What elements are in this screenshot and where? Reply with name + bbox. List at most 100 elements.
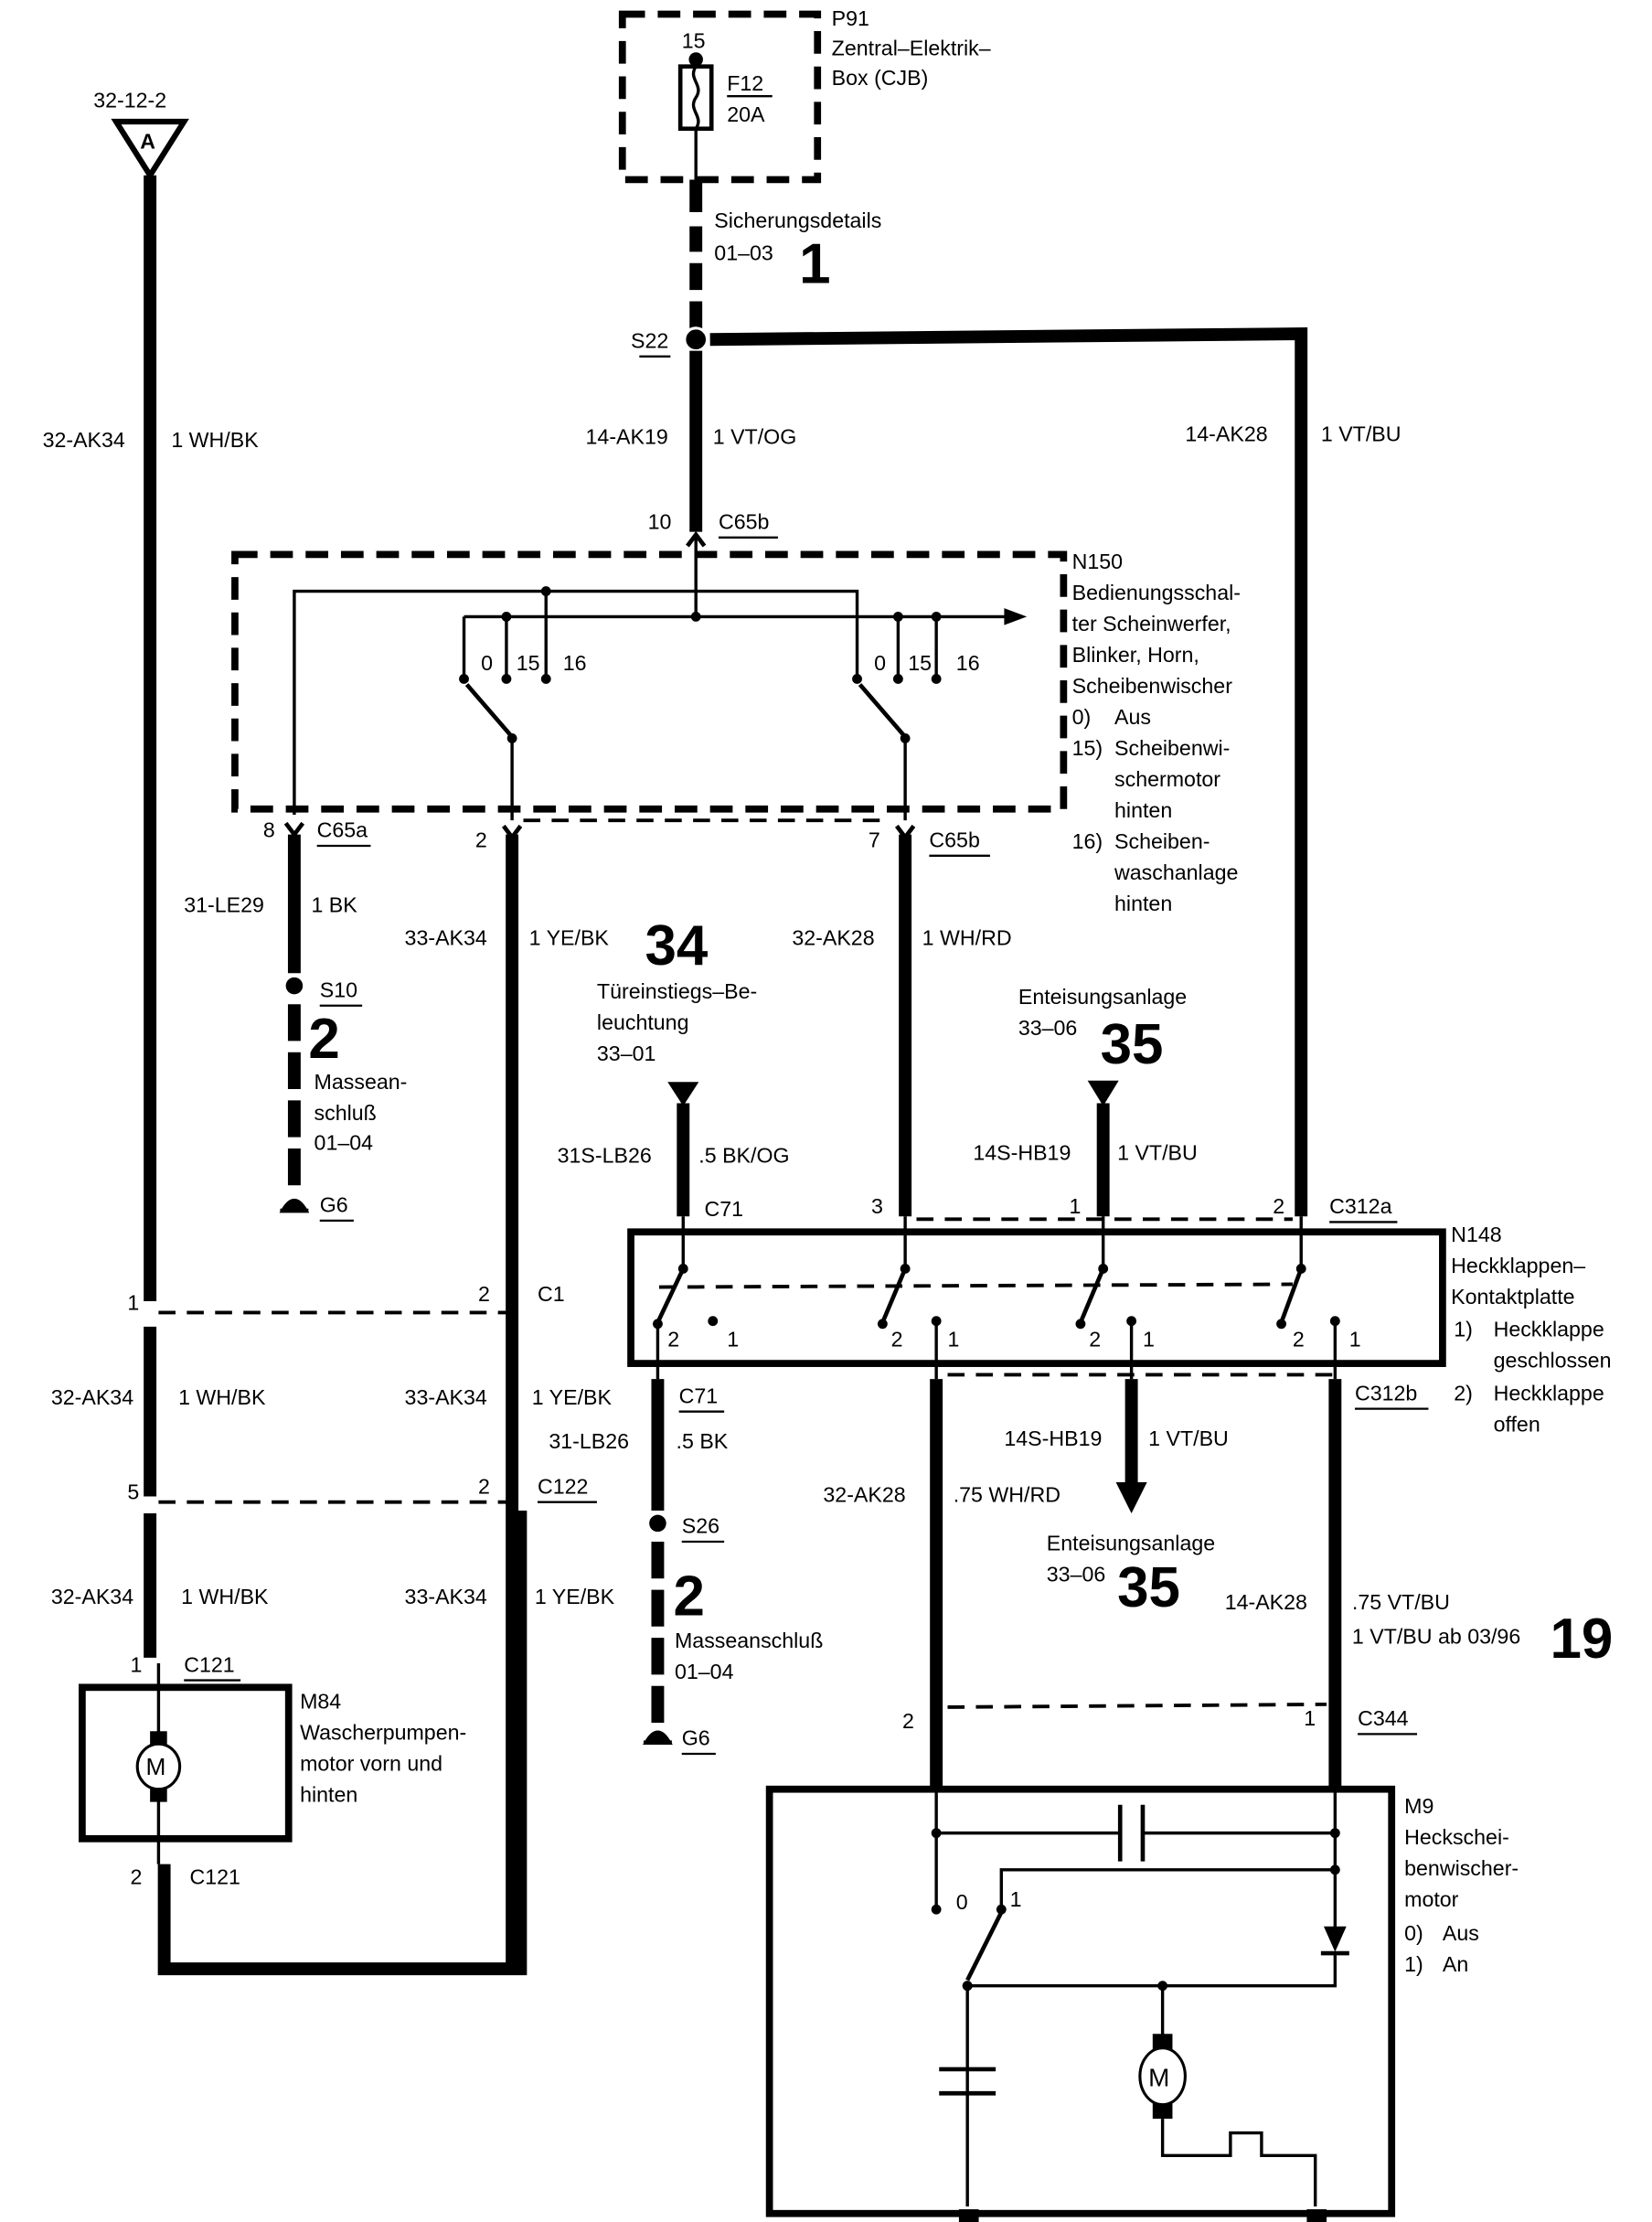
connector-triangle-icon bbox=[111, 118, 189, 181]
wire-spec-label: .75 VT/BU bbox=[1352, 1590, 1450, 1614]
c65b-top-id: C65b bbox=[719, 509, 769, 533]
wire-spec-label: 1 WH/BK bbox=[178, 1385, 266, 1409]
fuse-element-icon bbox=[691, 65, 700, 130]
ref-arrow-down-icon bbox=[667, 1082, 699, 1106]
n150-legend-text: Scheiben- bbox=[1114, 829, 1210, 853]
c1-id: C1 bbox=[538, 1282, 565, 1306]
c122-pin: 5 bbox=[127, 1480, 139, 1504]
s26-desc-1: Masseanschluß bbox=[675, 1629, 823, 1652]
c1-pin: 1 bbox=[127, 1290, 139, 1314]
m84-desc-1: Wascherpumpen- bbox=[300, 1721, 466, 1745]
n148-legend-text: offen bbox=[1494, 1412, 1540, 1436]
c312a-pin: 3 bbox=[871, 1194, 883, 1218]
ref-35-top-title: Enteisungsanlage bbox=[1018, 985, 1187, 1009]
n150-legend-key: 16) bbox=[1072, 829, 1103, 853]
n148-id: N148 bbox=[1451, 1223, 1501, 1246]
c312a-pin: 2 bbox=[1273, 1194, 1284, 1218]
ground-icon bbox=[643, 1730, 673, 1745]
c121-bot-pin: 2 bbox=[130, 1864, 142, 1888]
wire-spec-label: .5 BK bbox=[677, 1429, 729, 1453]
switch-pos-16: 16 bbox=[563, 651, 587, 675]
m84-id: M84 bbox=[300, 1690, 341, 1714]
c122-pin: 2 bbox=[478, 1474, 490, 1498]
wire-circuit-label: 32-AK34 bbox=[51, 1385, 133, 1409]
diode-icon bbox=[1323, 1926, 1347, 1952]
c1-pin: 2 bbox=[478, 1282, 490, 1306]
wire-circuit-label: 14-AK28 bbox=[1185, 422, 1267, 446]
c65a-id: C65a bbox=[317, 818, 368, 842]
contact-label: 1 bbox=[1143, 1328, 1155, 1351]
p91-desc-1: Zentral–Elektrik– bbox=[832, 36, 991, 59]
connector-a-letter: A bbox=[140, 129, 155, 153]
n148-legend-text: geschlossen bbox=[1494, 1349, 1612, 1373]
wire-spec-label: 1 VT/OG bbox=[713, 425, 796, 449]
m9-switch-pos-0: 0 bbox=[956, 1890, 968, 1914]
wire-circuit-label: 33-AK34 bbox=[405, 1385, 487, 1409]
contact-label: 1 bbox=[948, 1328, 960, 1351]
m84-outline bbox=[79, 1683, 293, 1843]
fuse-terminal-dot bbox=[688, 52, 703, 67]
m9-rear-wiper-motor: 0 1 M M9 Heckschei- benwischer- motor 0)… bbox=[765, 1785, 1519, 2222]
s26-id: S26 bbox=[682, 1514, 719, 1538]
n148-legend-key: 1) bbox=[1454, 1318, 1473, 1341]
n150-desc-1: Bedienungsschal- bbox=[1072, 581, 1241, 604]
wire-circuit-label: 33-AK34 bbox=[405, 1585, 487, 1608]
c65b-top-pin: 10 bbox=[648, 509, 672, 533]
m9-outline bbox=[765, 1785, 1396, 2217]
s10-desc-2: schluß bbox=[314, 1101, 377, 1125]
wire-circuit-label: 14S-HB19 bbox=[973, 1140, 1071, 1164]
c121-top-id: C121 bbox=[184, 1652, 234, 1676]
m9-legend-text: An bbox=[1443, 1952, 1468, 1976]
s22-label: S22 bbox=[631, 329, 668, 353]
n148-contact bbox=[653, 1216, 719, 1380]
p91-dashed-outline bbox=[618, 10, 822, 184]
motor-symbol: M bbox=[1148, 2064, 1169, 2092]
ref-34-number: 34 bbox=[645, 914, 709, 977]
c71-bot-id: C71 bbox=[679, 1383, 719, 1407]
wire-14-ak28-top bbox=[709, 327, 1308, 1217]
park-switch-icon bbox=[1160, 2119, 1317, 2206]
ref-35-bottom-number: 35 bbox=[1117, 1556, 1180, 1619]
c344-pin: 1 bbox=[1304, 1706, 1316, 1730]
ref-35-top-page: 33–06 bbox=[1018, 1016, 1077, 1040]
wire-return-loop bbox=[157, 1510, 528, 1976]
n148-desc-2: Kontaktplatte bbox=[1451, 1285, 1574, 1309]
motor-symbol: M bbox=[145, 1753, 165, 1780]
s10-id: S10 bbox=[320, 977, 357, 1001]
s10-splice-icon bbox=[285, 977, 304, 995]
wire-spec-label: 1 BK bbox=[311, 893, 357, 917]
n150-legend-text: Scheibenwi- bbox=[1114, 736, 1230, 760]
n150-dashed-outline bbox=[231, 550, 1068, 813]
ground-icon bbox=[279, 1198, 310, 1213]
wire-spec-label: 1 YE/BK bbox=[532, 1385, 613, 1409]
wire-circuit-label: 31S-LB26 bbox=[558, 1143, 652, 1167]
c65b-bot-id: C65b bbox=[929, 828, 979, 852]
wire-spec-label: .5 BK/OG bbox=[698, 1143, 789, 1167]
c71-top-id: C71 bbox=[704, 1197, 743, 1221]
wire-circuit-label: 14-AK19 bbox=[586, 425, 668, 449]
n148-outline bbox=[627, 1228, 1446, 1367]
ground-icon bbox=[958, 2209, 979, 2222]
s26-ref-number: 2 bbox=[673, 1565, 704, 1628]
wire-circuit-label: 32-AK34 bbox=[43, 428, 125, 452]
fuse-ref-number: 1 bbox=[799, 232, 830, 295]
n150-legend-text: waschanlage bbox=[1114, 860, 1238, 884]
switch-lever-icon bbox=[858, 683, 907, 739]
fuse-rating: 20A bbox=[727, 102, 765, 126]
n150-legend-text: hinten bbox=[1114, 798, 1172, 822]
n150-legend-text: schermotor bbox=[1114, 767, 1220, 791]
connector-a: 32-12-2 A bbox=[93, 89, 189, 181]
c312a-pin: 1 bbox=[1070, 1194, 1082, 1218]
wire-circuit-label: 14-AK28 bbox=[1225, 1590, 1307, 1614]
p91-id: P91 bbox=[832, 6, 869, 30]
switch-pos-15: 15 bbox=[908, 651, 932, 675]
ref-35-bottom-page: 33–06 bbox=[1047, 1562, 1105, 1586]
motor-icon bbox=[1138, 2046, 1187, 2107]
wire-circuit-label: 32-AK28 bbox=[792, 925, 874, 949]
m9-legend-key: 1) bbox=[1404, 1952, 1423, 1976]
arrow-down-icon bbox=[1115, 1482, 1147, 1514]
wire-spec-label: 1 VT/BU bbox=[1117, 1140, 1198, 1164]
switch-pos-0: 0 bbox=[481, 651, 493, 675]
contact-label: 2 bbox=[1089, 1328, 1101, 1351]
connector-arrow-icon bbox=[283, 821, 305, 839]
